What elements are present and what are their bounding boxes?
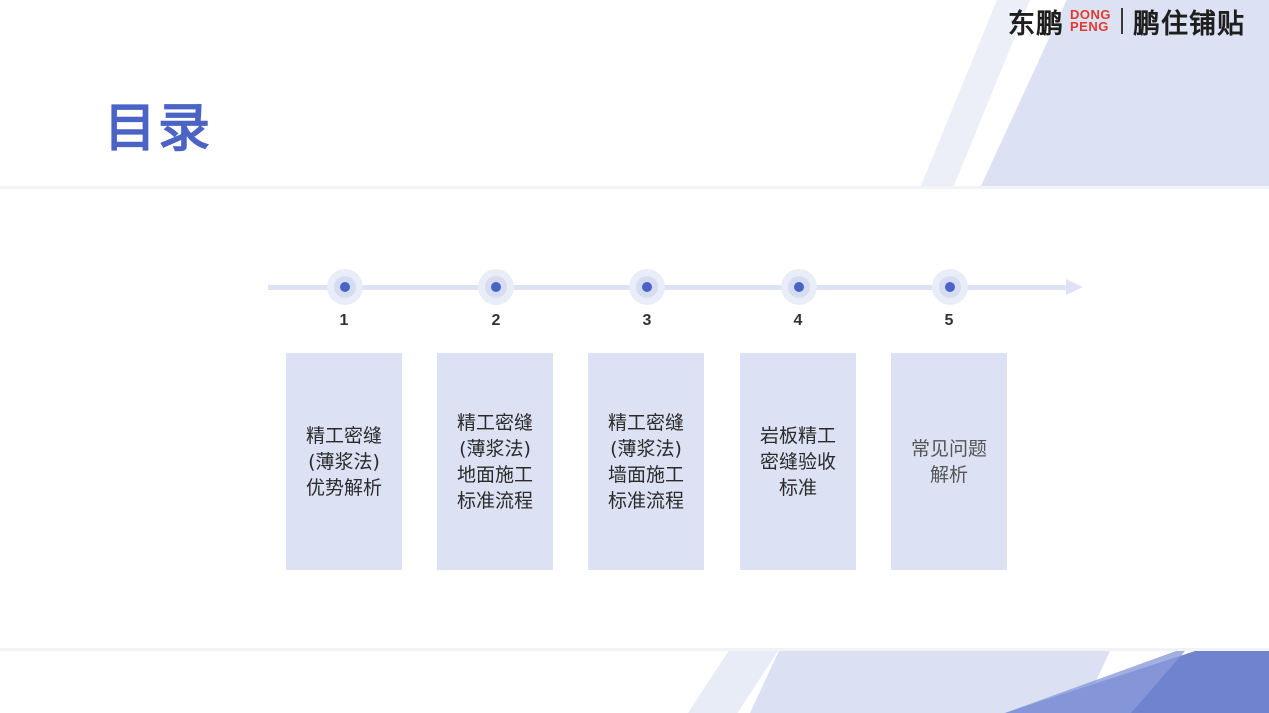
step-number-4: 4	[793, 312, 803, 329]
timeline-node-3	[629, 269, 665, 305]
toc-card-5[interactable]: 常见问题 解析	[891, 353, 1007, 570]
timeline-node-2	[478, 269, 514, 305]
step-number-3: 3	[642, 312, 652, 329]
timeline-node-5	[932, 269, 968, 305]
divider-top	[0, 186, 1269, 189]
step-number-1: 1	[339, 312, 349, 329]
sub-brand-name: 鹏住铺贴	[1133, 8, 1245, 40]
toc-card-label: 常见问题 解析	[910, 437, 987, 486]
brand-name-cn: 东鹏	[1008, 8, 1064, 40]
logo-divider	[1121, 8, 1123, 34]
step-number-5: 5	[944, 312, 954, 329]
toc-card-1[interactable]: 精工密缝 (薄浆法) 优势解析	[286, 353, 402, 570]
toc-card-3[interactable]: 精工密缝 (薄浆法) 墙面施工 标准流程	[588, 353, 704, 570]
timeline-node-4	[781, 269, 817, 305]
timeline-axis	[268, 285, 1068, 290]
page-title: 目录	[104, 99, 213, 159]
divider-bottom	[0, 648, 1269, 651]
toc-card-4[interactable]: 岩板精工 密缝验收 标准	[740, 353, 856, 570]
toc-card-label: 精工密缝 (薄浆法) 地面施工 标准流程	[456, 411, 533, 512]
toc-card-label: 岩板精工 密缝验收 标准	[759, 424, 836, 499]
toc-card-2[interactable]: 精工密缝 (薄浆法) 地面施工 标准流程	[437, 353, 553, 570]
toc-card-label: 精工密缝 (薄浆法) 墙面施工 标准流程	[607, 411, 684, 512]
toc-card-label: 精工密缝 (薄浆法) 优势解析	[305, 424, 382, 499]
timeline-node-1	[327, 269, 363, 305]
step-number-2: 2	[491, 312, 501, 329]
brand-name-latin: DONG PENG	[1070, 7, 1111, 34]
brand-logo: 东鹏 DONG PENG 鹏住铺贴	[1008, 6, 1245, 40]
brand-latin-top: DONG	[1070, 7, 1111, 22]
timeline-arrow-icon	[1066, 279, 1083, 295]
brand-latin-bottom: PENG	[1070, 19, 1109, 34]
